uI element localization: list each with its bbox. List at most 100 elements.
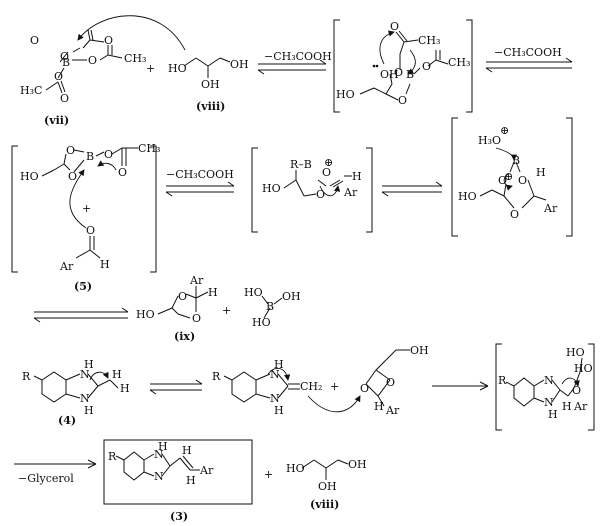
oxygen-atom: O [360, 382, 369, 395]
hydroxyl-group: OH [318, 480, 337, 493]
compound-label-vii: (vii) [44, 114, 69, 127]
bracket-left [495, 343, 502, 431]
aryl-group: Ar [199, 464, 214, 477]
bracket-right [566, 117, 573, 237]
curved-arrow [319, 185, 341, 197]
hydrogen-atom: H [158, 440, 168, 453]
hydroxyl-group: OH [230, 58, 249, 71]
positive-charge: ⊕ [504, 170, 513, 183]
plus-sign: + [264, 468, 273, 481]
boron-atom: B [266, 300, 274, 313]
hydrogen-atom: H [274, 404, 284, 417]
intermediate-glycerol-boron-acetate: HO OH O B O CH₃ O O CH₃ [336, 20, 470, 107]
curved-arrow [267, 367, 291, 381]
hydroxyl-group: HO [458, 190, 477, 203]
r-group: R [108, 450, 117, 463]
r-group: R [212, 370, 221, 383]
positive-charge: ⊕ [324, 156, 333, 169]
methyl-group: H₃C [20, 84, 42, 97]
nitrogen-atom: N [270, 368, 280, 381]
bracket-right [588, 343, 595, 431]
condition-acetic-acid-2: −CH₃COOH [494, 46, 562, 59]
positive-charge: ⊕ [500, 124, 509, 137]
hydroxyl-group: HO [286, 462, 305, 475]
condition-acetic-acid-3: −CH₃COOH [166, 168, 234, 181]
hydroxyl-group: HO [168, 62, 187, 75]
condition-acetic-acid-1: −CH₃COOH [264, 50, 332, 63]
hydroxyl-group: OH [201, 78, 220, 91]
methylene-group: CH₂ [300, 380, 322, 393]
curved-arrow [69, 169, 87, 229]
oxygen-atom: O [118, 166, 127, 179]
nitrogen-atom: N [154, 470, 164, 483]
oxygen-atom: O [518, 174, 527, 187]
curved-arrow [379, 30, 395, 65]
oxygen-atom: O [66, 144, 75, 157]
product-box [103, 439, 253, 505]
compound-label-ix: (ix) [174, 330, 195, 343]
r-group: R [498, 374, 507, 387]
glycerol-viii-bottom: HO OH OH (viii) [286, 458, 367, 511]
bracket-right [366, 147, 373, 233]
plus-sign: + [146, 62, 155, 75]
hydroxyl-group: OH [410, 344, 429, 357]
curved-arrow [407, 49, 416, 75]
oxygen-atom: O [316, 188, 325, 201]
nitrogen-atom: N [80, 368, 90, 381]
aryl-group: Ar [543, 202, 558, 215]
hydroxyl-group: HO [336, 88, 355, 101]
oxygen-atom: O [398, 94, 407, 107]
hydronium: H₃O [478, 134, 501, 147]
glycerol-viii: HO OH OH (viii) [168, 57, 249, 113]
nitrogen-atom: N [544, 396, 554, 409]
nitrogen-atom: N [80, 392, 90, 405]
oxygen-atom: O [30, 34, 39, 47]
styrylbenzimidazole-3: R N N H H H Ar [108, 440, 214, 487]
oxygen-atom: O [68, 170, 77, 183]
nitrogen-atom: N [544, 374, 554, 387]
oxygen-atom: O [54, 70, 63, 83]
hydrogen-atom: H [536, 166, 546, 179]
bicyclic-boronate-acetal: O O OH H Ar [360, 344, 429, 417]
enamine-benzimidazole: R N N H H CH₂ [212, 358, 322, 417]
methyl-group: CH₃ [418, 34, 440, 47]
oxygen-atom: O [192, 312, 201, 325]
hydroxyl-group: HO [136, 308, 155, 321]
hydrogen-atom: H [100, 258, 110, 271]
aryl-group: Ar [59, 260, 74, 273]
boron-triacetate-vii: O O B O O CH₃ O H₃C O (vii) [20, 29, 146, 127]
boron-atom: B [406, 68, 414, 81]
curved-arrow [77, 15, 186, 51]
hydroxyl-group: HO [244, 286, 263, 299]
hydrogen-atom: H [112, 368, 122, 381]
boron-atom: B [62, 56, 70, 69]
oxygen-atom: O [88, 54, 97, 67]
oxygen-atom: O [60, 50, 69, 63]
oxygen-atom: O [86, 224, 95, 237]
hydroxyl-group: HO [262, 182, 281, 195]
oxygen-atom: O [498, 174, 507, 187]
hydrogen-atom: H [186, 474, 196, 487]
bracket-right [150, 145, 157, 273]
hydrogen-atom: H [562, 400, 572, 413]
aryl-group: Ar [189, 274, 204, 287]
oxygen-atom: O [510, 208, 519, 221]
hydrogen-atom: H [208, 286, 218, 299]
bracket-left [251, 147, 258, 233]
curved-arrow [97, 160, 117, 171]
compound-label-viii-top: (viii) [196, 100, 225, 113]
methyl-group: CH₃ [138, 142, 160, 155]
boric-acid: HO B OH HO [244, 286, 301, 329]
nitrogen-atom: N [270, 392, 280, 405]
cyclic-boronate-acetate: HO O O B O O CH₃ + O Ar H [20, 142, 160, 273]
condition-glycerol: −Glycerol [18, 472, 74, 485]
compound-label-3: (3) [170, 510, 188, 523]
oxygen-atom: O [390, 20, 399, 33]
bracket-left [451, 117, 458, 237]
oxygen-atom: O [178, 290, 187, 303]
r-group: R [22, 370, 31, 383]
curved-arrow [307, 395, 361, 413]
adduct-intermediate: R N N H H O Ar HO HO [498, 346, 593, 421]
nitrogen-atom: N [154, 448, 164, 461]
